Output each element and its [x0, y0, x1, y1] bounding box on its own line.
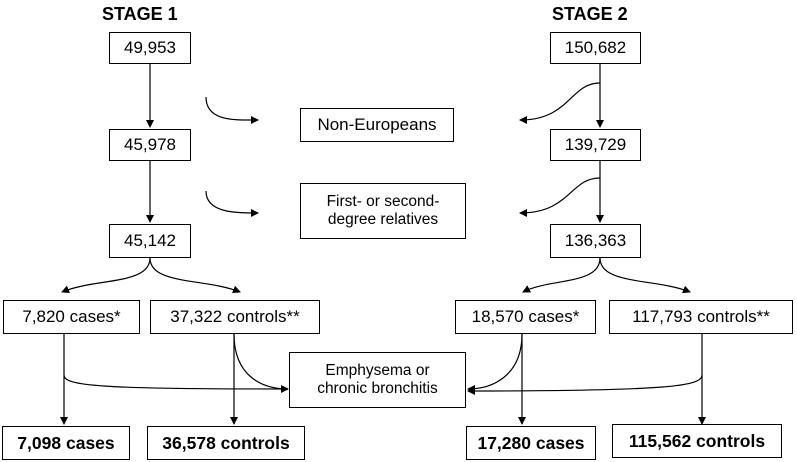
s1-controls-to-emphysema	[233, 333, 289, 390]
exclusion-relatives-line2: degree relatives	[327, 211, 439, 228]
s2-cases-to-emphysema	[467, 333, 523, 393]
s2-exclusion-arrow-2	[519, 177, 601, 217]
s2-controls: 117,793 controls**	[609, 300, 793, 334]
s1-final-controls: 36,578 controls	[147, 426, 305, 460]
s2-after-relatives-count: 136,363	[550, 224, 641, 258]
s1-exclusion-arrow-2	[205, 190, 259, 217]
s1-exclusion-arrow-1	[205, 96, 259, 125]
exclusion-non-europeans: Non-Europeans	[300, 108, 454, 142]
s2-split-right	[599, 257, 691, 294]
exclusion-relatives-line1: First- or second-	[326, 193, 440, 211]
s1-final-cases: 7,098 cases	[2, 426, 130, 460]
s2-final-controls: 115,562 controls	[612, 424, 782, 458]
s1-split-left	[61, 257, 151, 293]
s2-cases: 18,570 cases*	[455, 300, 596, 334]
s1-split-right	[149, 257, 241, 294]
exclusion-emphysema-line2: chronic bronchitis	[317, 380, 438, 397]
exclusion-emphysema: Emphysema or chronic bronchitis	[289, 352, 466, 408]
s1-controls: 37,322 controls**	[150, 300, 320, 334]
s2-controls-to-emphysema	[467, 374, 703, 395]
s1-after-relatives-count: 45,142	[109, 224, 191, 258]
s1-cases: 7,820 cases*	[3, 300, 140, 334]
s2-initial-count: 150,682	[550, 32, 641, 64]
exclusion-emphysema-line1: Emphysema or	[325, 362, 430, 380]
s2-after-non-european-count: 139,729	[550, 129, 641, 161]
s2-final-cases: 17,280 cases	[466, 426, 596, 460]
s1-cases-to-emphysema	[63, 374, 289, 393]
exclusion-relatives: First- or second- degree relatives	[300, 183, 466, 239]
s1-after-non-european-count: 45,978	[109, 129, 191, 161]
stage1-heading: STAGE 1	[102, 4, 178, 24]
s2-split-left	[522, 257, 601, 293]
s1-initial-count: 49,953	[109, 32, 191, 64]
s2-exclusion-arrow-1	[519, 82, 601, 124]
stage2-heading: STAGE 2	[552, 4, 628, 24]
